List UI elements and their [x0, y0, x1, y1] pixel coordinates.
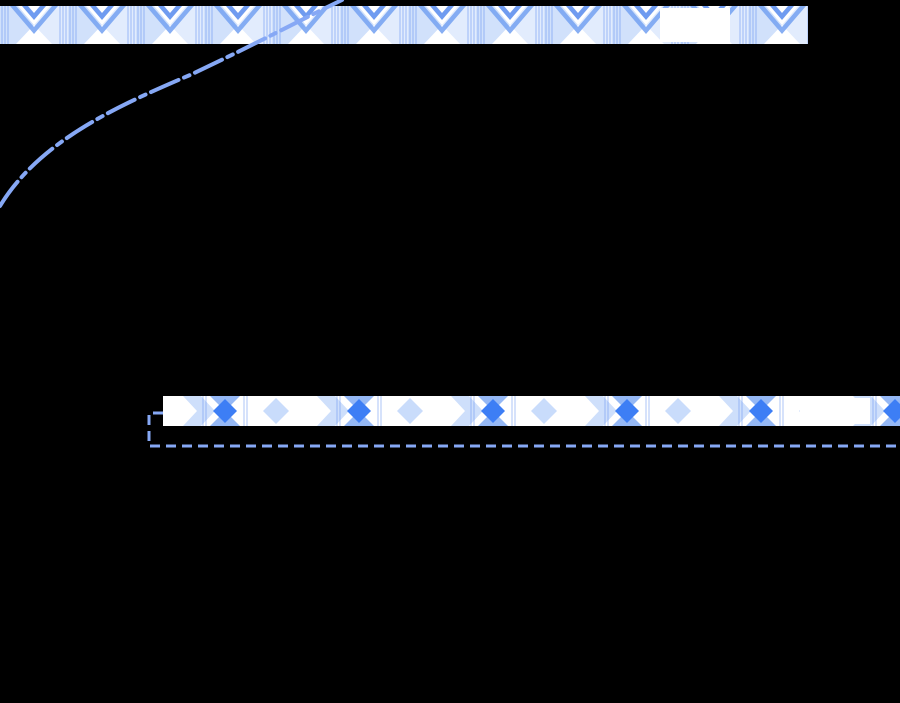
middle-band[interactable]	[163, 396, 900, 426]
selection-outline[interactable]	[147, 411, 900, 448]
middle-band-blank-patch	[800, 398, 870, 424]
top-band-blank-patch	[660, 8, 730, 42]
connector-curve[interactable]	[0, 0, 344, 208]
